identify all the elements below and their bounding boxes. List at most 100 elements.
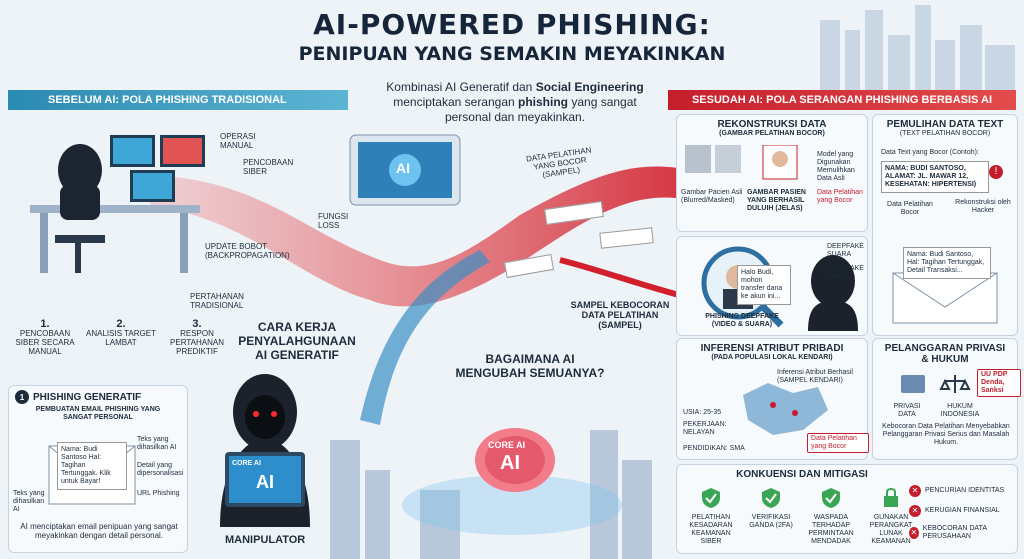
intro-part: personal dan meyakinkan.	[444, 110, 586, 124]
generatif-subtitle: PEMBUATAN EMAIL PHISHING YANG SANGAT PER…	[35, 406, 161, 421]
mitigasi-item: PELATIHAN KESADARAN KEAMANAN SIBER	[683, 487, 739, 546]
x-icon: ✕	[909, 527, 919, 539]
generatif-caption: AI menciptakan email penipuan yang sanga…	[20, 522, 178, 540]
pelanggaran-caption: Kebocoran Data Pelatihan Menyebabkan Pel…	[882, 423, 1010, 446]
risk-item: ✕KEBOCORAN DATA PERUSAHAAN	[909, 525, 1015, 541]
mitigasi-item: VERIFIKASI GANDA (2FA)	[743, 487, 799, 546]
label-url: URL Phishing	[137, 490, 180, 497]
shield-check-icon	[762, 488, 780, 508]
model-label: Model yang Digunakan Memulihkan Data Asl…	[817, 151, 855, 182]
mitigasi-text: WASPADA TERHADAP PERMINTAAN MENDADAK	[808, 514, 854, 545]
core-ai-brain	[475, 428, 555, 492]
step-text: ANALISIS TARGET LAMBAT	[86, 329, 156, 347]
label-fungsi-loss: FUNGSI LOSS	[318, 212, 349, 230]
shield-check-icon	[702, 488, 720, 508]
mitigasi-text: GUNAKAN PERANGKAT LUNAK KEAMANAN	[869, 514, 913, 545]
sampel-label: SAMPEL KEBOCORAN DATA PELATIHAN (SAMPEL)	[570, 300, 670, 330]
mitigasi-text: PELATIHAN KESADARAN KEAMANAN SIBER	[689, 514, 733, 545]
step-number: 1.	[40, 318, 50, 330]
step-1: 1.PENCOBAAN SIBER SECARA MANUAL	[10, 318, 80, 357]
page-title: AI-POWERED PHISHING:	[313, 8, 711, 41]
generatif-title: PHISHING GENERATIF	[33, 391, 142, 403]
risk-item: ✕ PENCURIAN IDENTITAS	[909, 485, 1015, 497]
deepfake-bubble: Halo Budi, mohon transfer dana ke akun i…	[737, 265, 791, 305]
pemulihan-text: NAMA: BUDI SANTOSO, ALAMAT: JL. MAWAR 12…	[881, 161, 989, 193]
risk-text: PENCURIAN IDENTITAS	[925, 487, 1005, 494]
intro-bold: phishing	[518, 95, 569, 109]
label-update-bobot: UPDATE BOBOT (BACKPROPAGATION)	[205, 242, 290, 260]
hukum-label: HUKUM INDONESIA	[940, 403, 980, 418]
deepfake-suara-label: DEEPFAKE SUARA	[827, 243, 864, 258]
x-icon: ✕	[909, 505, 921, 517]
intro-part: menciptakan serangan	[393, 95, 519, 109]
label-teks-ai: Teks yang dihasilkan AI	[137, 436, 177, 451]
page-header: AI-POWERED PHISHING: PENIPUAN YANG SEMAK…	[0, 8, 1024, 65]
steps-row: 1.PENCOBAAN SIBER SECARA MANUAL 2.ANALIS…	[10, 318, 232, 357]
inferensi-subtitle: (PADA POPULASI LOKAL KENDARI)	[711, 354, 833, 361]
deepfake-panel: Halo Budi, mohon transfer dana ke akun i…	[676, 236, 868, 336]
step-text: RESPON PERTAHANAN PREDIKTIF	[170, 329, 224, 356]
core-ai-label: CORE AI	[488, 440, 526, 450]
pemulihan-subtitle: (TEXT PELATIHAN BOCOR)	[899, 130, 991, 137]
gambar-asli-label: Gambar Pacien Asli (Blurred/Masked)	[681, 189, 743, 204]
envelope-icon	[892, 272, 998, 324]
step-text: PENCOBAAN SIBER SECARA MANUAL	[15, 329, 75, 356]
x-icon: ✕	[909, 485, 921, 497]
bagaimana-heading: BAGAIMANA AI MENGUBAH SEMUANYA?	[455, 352, 605, 380]
intro-bold: Social Engineering	[535, 80, 644, 94]
label-teks-ai-2: Teks yang dihasilkan AI	[13, 490, 45, 513]
shield-check-icon	[822, 488, 840, 508]
map-label: Inferensi Atribut Berhasil (SAMPEL KENDA…	[777, 369, 853, 384]
manipulator-illustration	[220, 374, 310, 527]
mitigasi-item: GUNAKAN PERANGKAT LUNAK KEAMANAN	[863, 487, 919, 546]
intro-part: yang sangat	[568, 95, 637, 109]
envelope-text: Nama: Budi Santoso, Hal: Tagihan Tertung…	[903, 247, 991, 279]
step-3: 3.RESPON PERTAHANAN PREDIKTIF	[162, 319, 232, 357]
after-ai-band: SESUDAH AI: POLA SERANGAN PHISHING BERBA…	[668, 90, 1016, 110]
laptop-ai-label: AI	[256, 472, 274, 492]
risk-text: KEBOCORAN DATA PERUSAHAAN	[922, 525, 987, 540]
manipulator-label: MANIPULATOR	[225, 534, 306, 546]
rekonstruksi-subtitle: (GAMBAR PELATIHAN BOCOR)	[719, 130, 825, 137]
inferensi-title: INFERENSI ATRIBUT PRIBADI	[700, 343, 844, 354]
gambar-rekon-label: GAMBAR PASIEN YANG BERHASIL DULUIH (JELA…	[747, 189, 806, 212]
pemulihan-contoh: Data Text yang Bocor (Contoh):	[881, 149, 979, 156]
rekonstruksi-panel: REKONSTRUKSI DATA (GAMBAR PELATIHAN BOCO…	[676, 114, 868, 232]
pemulihan-title: PEMULIHAN DATA TEXT	[886, 119, 1004, 130]
before-ai-band: SEBELUM AI: POLA PHISHING TRADISIONAL	[8, 90, 348, 110]
phishing-generatif-panel: 1 PHISHING GENERATIF PEMBUATAN EMAIL PHI…	[8, 385, 188, 553]
pelanggaran-panel: PELANGGARAN PRIVASI & HUKUM UU PDP Denda…	[872, 338, 1021, 460]
mitigasi-items: PELATIHAN KESADARAN KEAMANAN SIBER VERIF…	[683, 487, 919, 546]
label-operasi: OPERASI MANUAL	[220, 132, 256, 150]
inferensi-bocor: Data Pelatihan yang Bocor	[807, 433, 869, 453]
step-2: 2.ANALISIS TARGET LAMBAT	[86, 318, 156, 356]
generated-email: Nama: Budi Santoso Hal: Tagihan Tertungg…	[57, 442, 127, 490]
risk-list: ✕ PENCURIAN IDENTITAS ✕ KERUGIAN FINANSIAL…	[909, 485, 1015, 541]
risk-item: ✕ KERUGIAN FINANSIAL	[909, 505, 1015, 517]
mitigasi-item: WASPADA TERHADAP PERMINTAAN MENDADAK	[803, 487, 859, 546]
kendari-map	[743, 383, 828, 435]
cara-kerja-heading: CARA KERJA PENYALAHGUNAAN AI GENERATIF	[238, 320, 356, 362]
pekerjaan-label: PEKERJAAN: NELAYAN	[683, 421, 727, 436]
tablet-ai-text: AI	[396, 160, 410, 176]
page-subtitle: PENIPUAN YANG SEMAKIN MEYAKINKAN	[298, 43, 726, 65]
inferensi-panel: INFERENSI ATRIBUT PRIBADI (PADA POPULASI…	[676, 338, 869, 460]
panel-number: 1	[15, 390, 29, 404]
privasi-label: PRIVASI DATA	[893, 403, 921, 418]
lock-icon	[884, 488, 898, 507]
pelanggaran-title: PELANGGARAN PRIVASI & HUKUM	[884, 343, 1006, 365]
pemulihan-rekon: Rekonstruksi oleh Hacker	[955, 199, 1011, 214]
label-pencobaan: PENCOBAAN SIBER	[243, 158, 294, 176]
label-detail: Detail yang dipersonalisasi	[137, 462, 184, 477]
rekonstruksi-title: REKONSTRUKSI DATA	[717, 119, 827, 130]
label-pertahanan: PERTAHANAN TRADISIONAL	[190, 292, 244, 310]
deepfake-video-label: DEEPFAKE VIDEO	[827, 265, 864, 280]
risk-text: KERUGIAN FINANSIAL	[925, 507, 1000, 514]
privacy-law-icons	[901, 375, 971, 393]
pendidikan-label: PENDIDIKAN: SMA	[683, 445, 745, 452]
intro-text: Kombinasi AI Generatif dan Social Engine…	[370, 80, 660, 125]
hacker-desk-illustration	[30, 135, 205, 273]
step-number: 2.	[116, 318, 126, 330]
pemulihan-bocor: Data Pelatihan Bocor	[887, 201, 933, 216]
